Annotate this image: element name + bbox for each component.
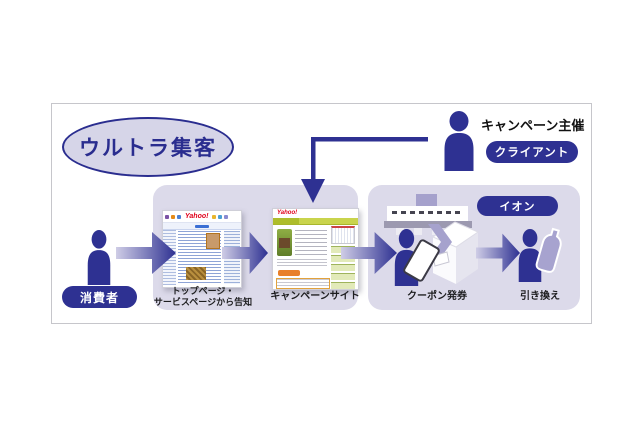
campaign-note-box <box>276 278 330 289</box>
diagram-title-label: ウルトラ集客 <box>79 137 217 160</box>
exchange-person-icon <box>518 229 542 282</box>
client-name: キャンペーン主催 <box>481 118 585 133</box>
campaign-paragraph <box>277 259 327 267</box>
product-bottle-image <box>277 229 292 256</box>
announce-caption-line1: トップページ・ <box>171 286 235 296</box>
diagram-title: ウルトラ集客 <box>62 117 234 177</box>
portal-logo: Yahoo! <box>185 213 209 220</box>
store-leg <box>414 228 422 235</box>
portal-photo-block <box>206 233 220 249</box>
bottle-icon <box>535 227 562 273</box>
consumer-person-icon <box>87 230 111 285</box>
client-to-site-arrow <box>301 137 428 203</box>
portal-header: Yahoo! <box>163 211 241 222</box>
client-person-icon <box>444 111 474 171</box>
store-leg <box>396 228 404 235</box>
coupon-caption: クーポン発券 <box>407 291 467 302</box>
flow-arrow-3 <box>341 232 397 274</box>
store-windows <box>392 211 462 214</box>
campaign-apply-button <box>278 270 300 276</box>
flow-arrow-2 <box>222 232 268 274</box>
flow-arrow-4 <box>476 233 520 273</box>
portal-ad-block <box>186 267 206 280</box>
fold-arrow-icon <box>428 224 452 260</box>
retailer-badge: イオン <box>477 196 558 216</box>
coupon-kiosk-icon <box>428 221 480 284</box>
store-sign-icon <box>416 194 437 207</box>
portal-main-column <box>178 231 221 284</box>
consumer-label: 消費者 <box>62 286 137 308</box>
store-awning-icon <box>387 206 468 221</box>
campaign-page-thumbnail: Yahoo! <box>272 208 359 290</box>
campaign-calendar <box>331 226 355 244</box>
client-badge: クライアント <box>486 141 578 163</box>
portal-columns <box>163 230 241 285</box>
campaign-text-lines <box>295 230 327 256</box>
campaign-page-logo: Yahoo! <box>277 210 298 216</box>
flow-arrow-1 <box>116 232 176 274</box>
campaign-header-bar <box>273 218 358 225</box>
store-shelf-icon <box>384 221 472 228</box>
announce-caption: トップページ・ サービスページから告知 <box>143 286 263 308</box>
portal-searchbar <box>163 222 241 230</box>
announce-caption-line2: サービスページから告知 <box>153 296 253 307</box>
campaign-site-caption: キャンペーンサイト <box>270 291 360 302</box>
exchange-caption: 引き換え <box>520 291 560 302</box>
